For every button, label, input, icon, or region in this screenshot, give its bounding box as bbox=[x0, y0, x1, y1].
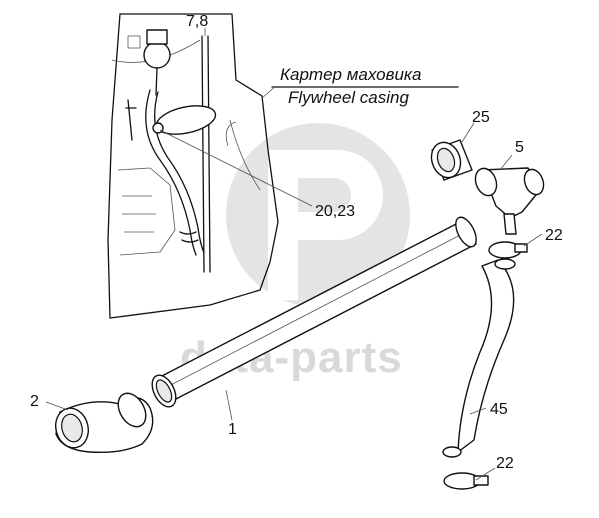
watermark-logo bbox=[226, 123, 410, 307]
callout-45: 45 bbox=[490, 401, 508, 418]
callout-5: 5 bbox=[515, 139, 524, 156]
callout-22-upper: 22 bbox=[545, 227, 563, 244]
clamp-part-22-upper bbox=[488, 241, 528, 259]
callout-2: 2 bbox=[30, 393, 39, 410]
callout-1: 1 bbox=[228, 421, 237, 438]
elbow-part-2 bbox=[55, 392, 154, 454]
callout-7-8: 7,8 bbox=[186, 13, 208, 30]
callout-25: 25 bbox=[472, 109, 490, 126]
caption-en: Flywheel casing bbox=[288, 88, 409, 107]
sleeve-part-25 bbox=[430, 139, 473, 181]
callout-22-lower: 22 bbox=[496, 455, 514, 472]
callout-20-23: 20,23 bbox=[315, 203, 355, 220]
caption-ru: Картер маховика bbox=[280, 65, 421, 84]
tee-part-5 bbox=[474, 167, 545, 235]
pipe-part-1 bbox=[151, 216, 477, 408]
leader-lines bbox=[45, 28, 543, 481]
flywheel-casing bbox=[107, 13, 279, 319]
clamp-part-22-lower bbox=[443, 472, 489, 490]
hose-part-45 bbox=[442, 258, 516, 458]
caption-leader bbox=[261, 85, 277, 99]
